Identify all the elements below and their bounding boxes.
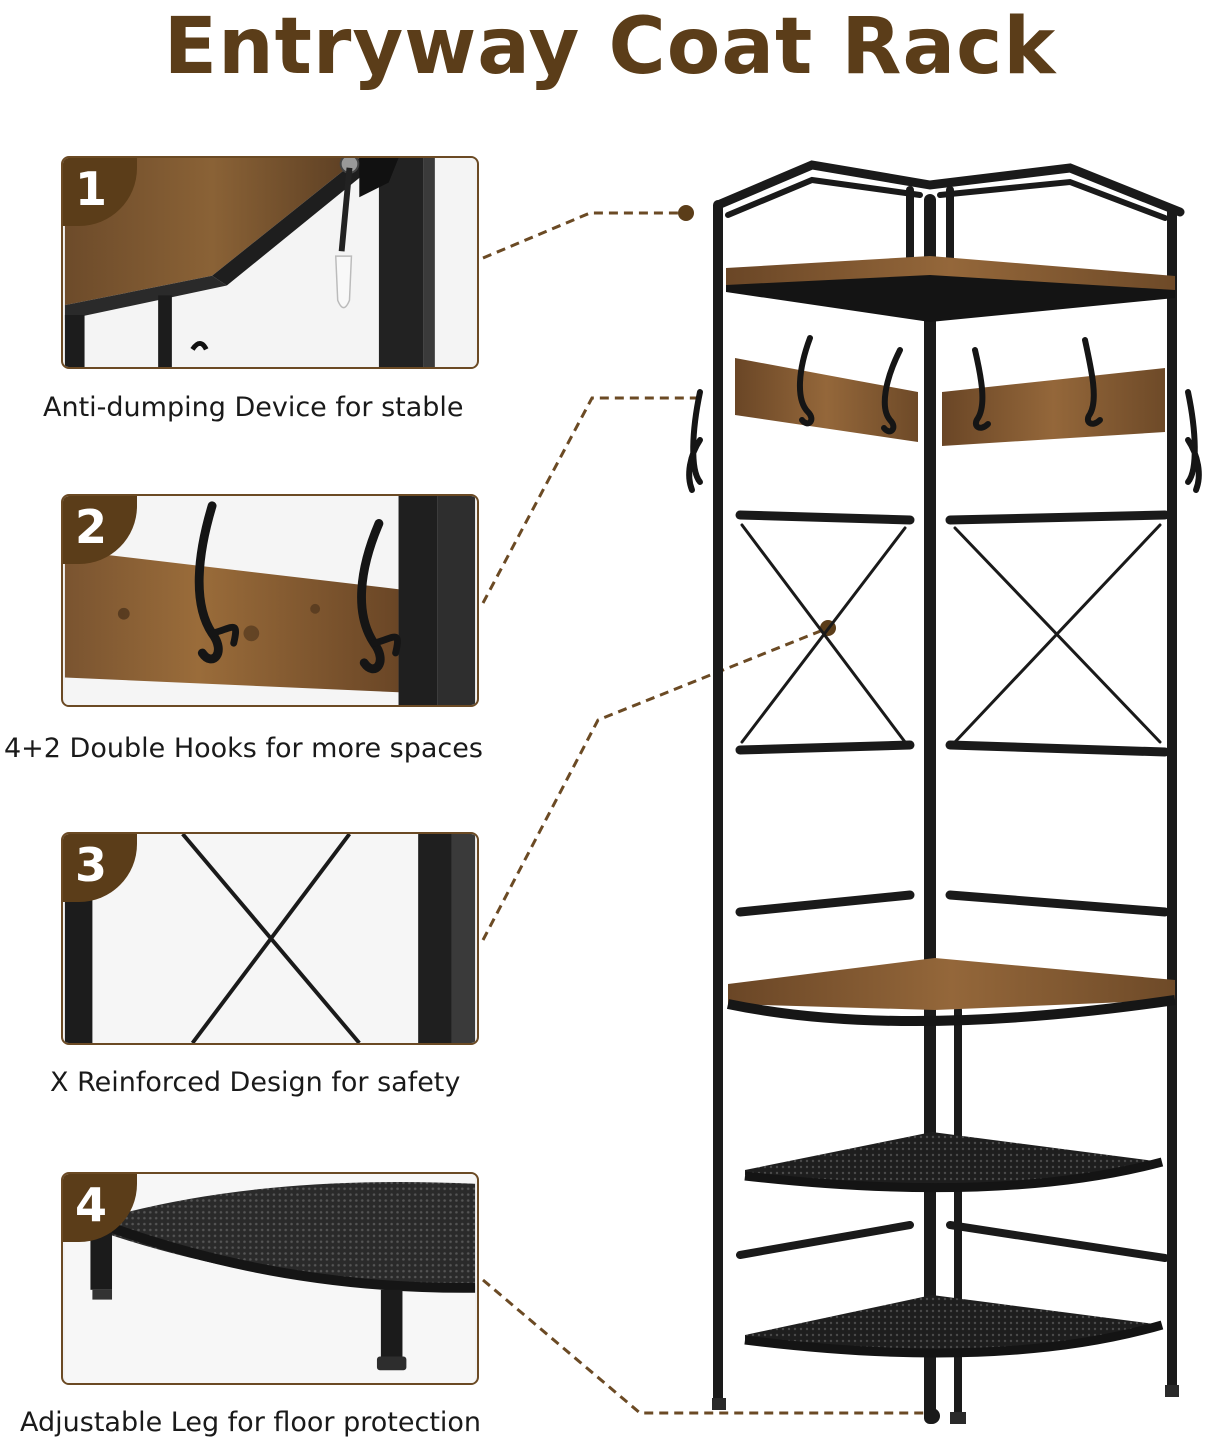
feature-caption-3: X Reinforced Design for safety — [50, 1067, 461, 1098]
feature-panel-3: 3 — [61, 832, 479, 1045]
leader-lines — [481, 211, 932, 1415]
feature-caption-2: 4+2 Double Hooks for more spaces — [4, 733, 483, 764]
double-hooks-image — [64, 496, 476, 705]
leader-dot-1 — [678, 205, 694, 221]
x-reinforced-image — [64, 834, 476, 1043]
feature-caption-4: Adjustable Leg for floor protection — [20, 1407, 482, 1438]
anti-dumping-device-image — [64, 158, 476, 367]
feature-number-badge: 1 — [63, 158, 137, 226]
feature-panel-2: 2 — [61, 494, 479, 707]
adjustable-leg-image — [64, 1174, 476, 1383]
feature-caption-1: Anti-dumping Device for stable — [43, 392, 464, 423]
feature-panel-4: 4 — [61, 1172, 479, 1385]
page-title: Entryway Coat Rack — [163, 2, 1057, 92]
feature-number-badge: 4 — [63, 1174, 137, 1242]
feature-panel-1: 1 — [61, 156, 479, 369]
